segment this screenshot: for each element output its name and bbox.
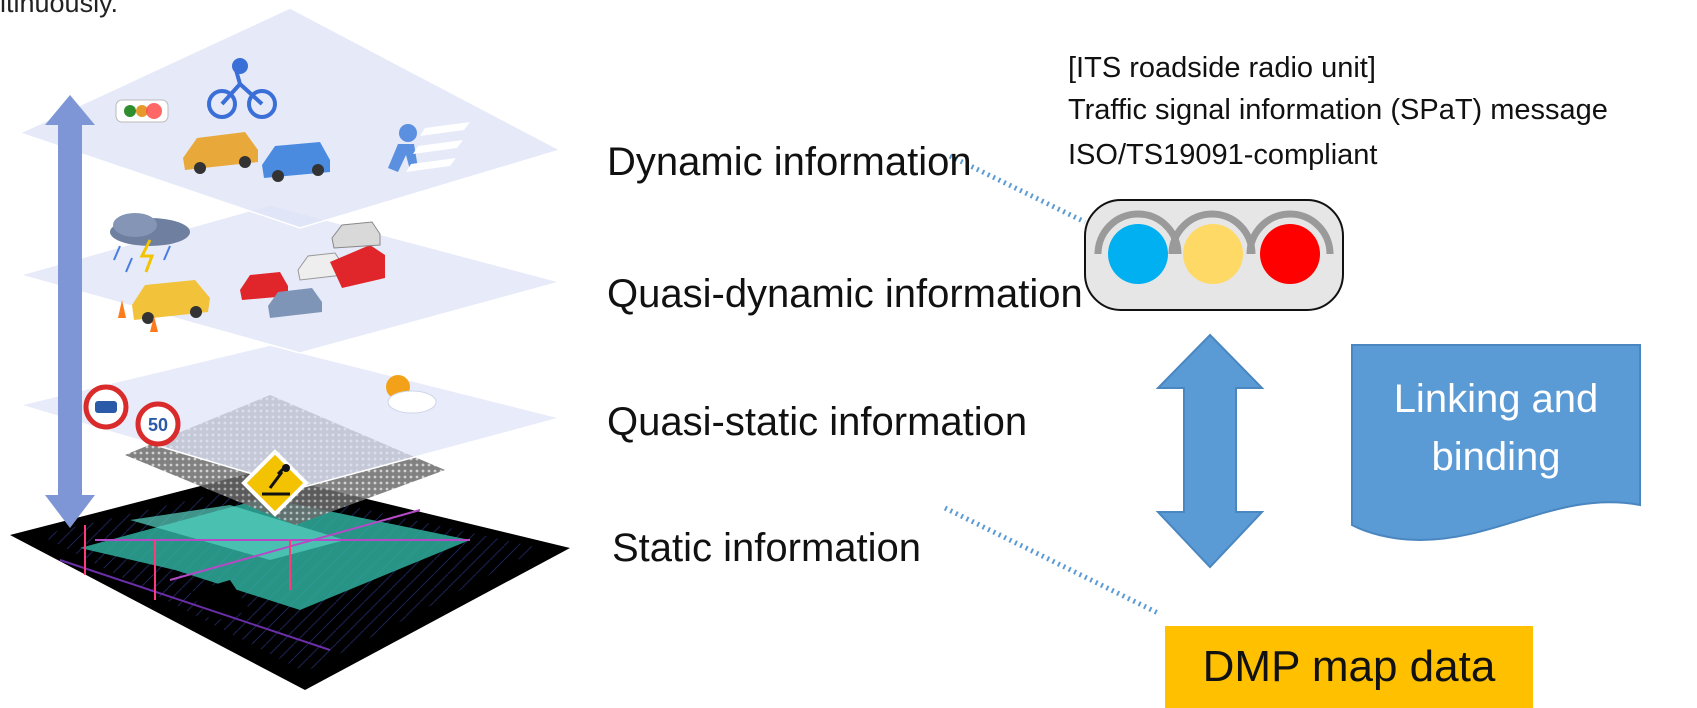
- quasi-dynamic-layer: [17, 204, 563, 354]
- bicycle-icon: [207, 58, 277, 119]
- dynamic-information-label: Dynamic information: [607, 140, 972, 184]
- dmp-map-data-label: DMP map data: [1202, 642, 1496, 691]
- car-icon: [240, 221, 385, 318]
- its-unit-title: [ITS roadside radio unit]: [1068, 52, 1376, 84]
- pedestrian-icon: [388, 122, 470, 172]
- traffic-light-icon: [115, 99, 169, 123]
- signal-red-light: [1260, 224, 1320, 284]
- linking-binding-shape: [1351, 344, 1641, 542]
- bidirectional-arrow: [1155, 333, 1265, 569]
- dynamic-layer: [17, 7, 562, 229]
- construction-sign-icon: [241, 449, 309, 517]
- dmp-map-data-box: DMP map data: [1165, 626, 1533, 708]
- static-information-label: Static information: [612, 526, 922, 570]
- car-icon: [183, 132, 258, 174]
- static-map-layer: [10, 472, 570, 690]
- signal-yellow-light: [1183, 224, 1243, 284]
- traffic-signal-graphic: [1084, 199, 1344, 311]
- car-icon: [118, 280, 210, 332]
- static-connector-line: [943, 505, 1162, 617]
- speed-limit-sign-icon: 50: [135, 401, 181, 447]
- dynamic-connector-line: [948, 153, 1087, 225]
- its-message-text: Traffic signal information (SPaT) messag…: [1068, 94, 1608, 126]
- no-parking-sign-icon: [83, 384, 129, 430]
- quasi-static-information-label: Quasi-static information: [607, 400, 1028, 444]
- signal-blue-light: [1108, 224, 1168, 284]
- sun-cloud-icon: [386, 375, 437, 414]
- quasi-static-layer: [17, 344, 563, 489]
- car-icon: [262, 142, 330, 182]
- layer-vertical-arrow: [45, 95, 95, 528]
- rain-cloud-icon: [110, 213, 190, 273]
- cropped-text-fragment: ltinuously.: [0, 0, 119, 18]
- speed-limit-value: 50: [148, 415, 168, 435]
- quasi-dynamic-information-label: Quasi-dynamic information: [607, 272, 1083, 316]
- linking-binding-label: Linking and binding: [1393, 377, 1599, 479]
- its-standard-text: ISO/TS19091-compliant: [1068, 139, 1378, 171]
